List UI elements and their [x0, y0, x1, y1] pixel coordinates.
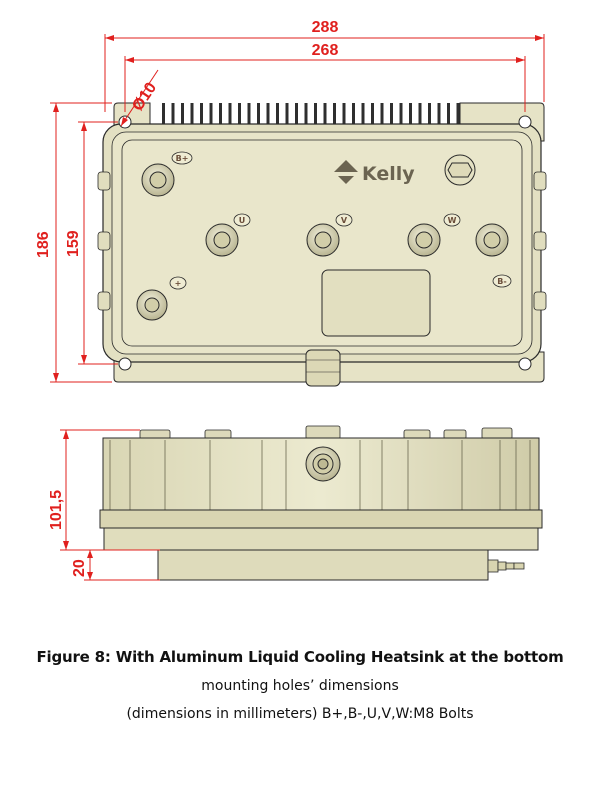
heatsink-fin — [447, 103, 450, 125]
mounting-hole-top-right — [518, 115, 532, 129]
heatsink-fin — [295, 103, 298, 125]
heatsink-fin — [352, 103, 355, 125]
dim-hole-span-width: 268 — [312, 42, 339, 59]
cable-gland — [305, 349, 341, 387]
terminal-b-minus — [475, 223, 509, 257]
hex-plug — [444, 154, 476, 186]
heatsink-fin — [418, 103, 422, 125]
dim-hole-diameter: Ø10 — [129, 80, 160, 115]
heatsink-fin — [304, 103, 308, 125]
label-u: U — [239, 216, 246, 225]
heatsink-fin — [171, 103, 175, 125]
dim-overall-width: 288 — [312, 19, 339, 36]
side-view — [99, 425, 543, 581]
heatsink-fin — [200, 103, 203, 125]
dim-hole-span-height: 159 — [65, 230, 82, 257]
heatsink-fin — [266, 103, 270, 125]
label-w: W — [448, 216, 457, 225]
heatsink-fin — [247, 103, 251, 125]
side-bosses — [97, 171, 547, 311]
heatsink-fin — [390, 103, 393, 125]
label-b-minus: B- — [497, 277, 506, 286]
heatsink-fin — [228, 103, 232, 125]
heatsink-fin — [238, 103, 241, 125]
terminal-u — [205, 223, 239, 257]
coolant-fitting — [487, 559, 525, 573]
heatsink-fin — [333, 103, 336, 125]
heatsink-fin — [181, 103, 184, 125]
heatsink-fin — [190, 103, 194, 125]
terminal-b-plus — [141, 163, 175, 197]
side-ribs — [109, 440, 531, 510]
heatsink-fin — [399, 103, 403, 125]
caption-line2: mounting holes’ dimensions — [201, 678, 399, 694]
heatsink-fin — [437, 103, 441, 125]
liquid-cooling-heatsink — [157, 549, 489, 581]
heatsink-fin — [209, 103, 213, 125]
heatsink-fin — [219, 103, 222, 125]
caption-title: Figure 8: With Aluminum Liquid Cooling H… — [36, 648, 564, 666]
heatsink-fin — [323, 103, 327, 125]
display-window — [321, 269, 431, 337]
heatsink-fin — [428, 103, 431, 125]
mounting-hole-bottom-right — [518, 357, 532, 371]
logo-text: Kelly — [362, 163, 415, 185]
caption-line3: (dimensions in millimeters) B+,B-,U,V,W:… — [126, 706, 474, 722]
terminal-plus — [136, 289, 168, 321]
side-base — [103, 527, 539, 551]
figure-caption: Figure 8: With Aluminum Liquid Cooling H… — [0, 648, 600, 722]
label-plus: + — [175, 279, 182, 288]
side-view-dimensions: 101,5 20 — [48, 429, 160, 581]
heatsink-fin — [257, 103, 260, 125]
heatsink-fin — [371, 103, 374, 125]
label-b-plus: B+ — [176, 154, 189, 163]
side-cable-gland — [305, 446, 341, 482]
heatsink-fin — [342, 103, 346, 125]
mounting-hole-bottom-left — [118, 357, 132, 371]
heatsink-fin — [285, 103, 289, 125]
label-v: V — [341, 216, 348, 225]
dim-overall-height: 186 — [35, 231, 52, 258]
top-view: Kelly — [97, 102, 547, 387]
heatsink-fin — [361, 103, 365, 125]
dim-heatsink-height: 20 — [71, 559, 88, 577]
terminal-v — [306, 223, 340, 257]
dim-body-height: 101,5 — [48, 490, 65, 530]
heatsink-fin — [456, 103, 460, 125]
terminal-w — [407, 223, 441, 257]
heatsink-fin — [276, 103, 279, 125]
heatsink-fin — [380, 103, 384, 125]
heatsink-fin — [409, 103, 412, 125]
kelly-logo: Kelly — [334, 160, 415, 185]
side-flange — [99, 509, 543, 529]
heatsink-fin — [314, 103, 317, 125]
heatsink-fin — [162, 103, 165, 125]
top-view-dimensions: 288 268 Ø10 186 159 — [35, 19, 545, 383]
